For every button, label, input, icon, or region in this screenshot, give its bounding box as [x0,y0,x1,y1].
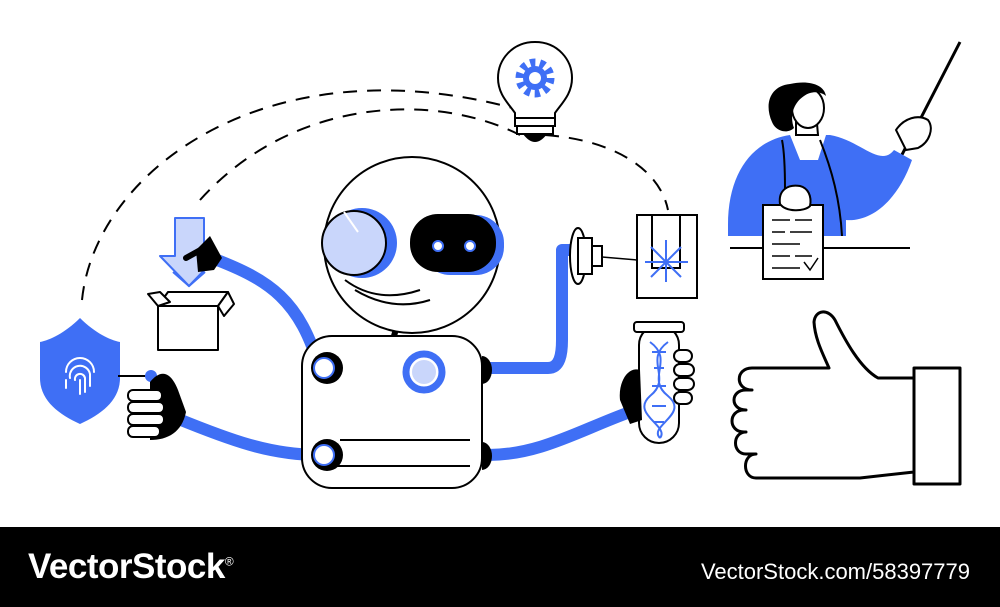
robot-body [301,335,492,489]
robot-head [321,156,504,334]
teacher-with-pointer-icon [728,41,962,280]
trademark: ® [224,554,234,569]
gripper-icon [183,236,222,272]
stock-image-id: VectorStock.com/58397779 [700,559,970,584]
stock-footer: VectorStock® VectorStock.com/58397779 [0,527,1000,607]
dna-test-tube-icon [619,321,695,444]
dna-icon [643,341,676,439]
document-icon [762,204,824,280]
gear-icon [515,58,555,98]
thumbs-up-icon [730,310,962,486]
robot-hand-icon [127,373,186,440]
download-box-icon [147,217,235,351]
lightbulb-gear-icon [496,40,574,142]
dashed-arcs [81,89,669,301]
spark-icon [645,240,688,282]
laser-device-icon [569,214,698,299]
fingerprint-icon [65,357,95,395]
fingerprint-shield-icon [40,318,157,424]
ai-robot-illustration [40,40,962,489]
robot-icon [301,156,504,489]
brand-name: VectorStock [28,547,225,586]
vectorstock-logo: VectorStock® [28,547,234,587]
